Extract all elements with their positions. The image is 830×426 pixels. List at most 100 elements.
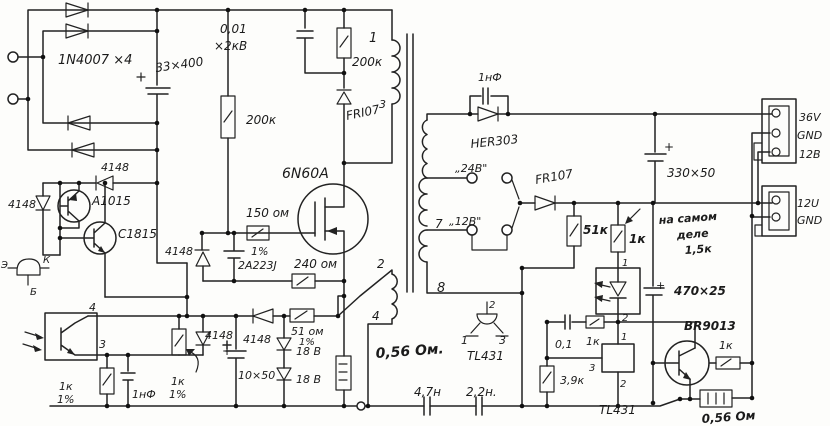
aux-d1-label: 4148	[205, 329, 233, 342]
opto-tx-p2-label: 2	[622, 313, 628, 324]
transistor-pinout-sketch	[7, 258, 50, 286]
ground-rail	[49, 396, 681, 416]
resistor-1k-led	[610, 202, 641, 269]
aux-trim-label: 1к	[171, 375, 185, 388]
resistor-51k	[521, 202, 582, 269]
br9013-transistor	[617, 321, 753, 400]
xfmr-pin8-label: 8	[437, 281, 445, 296]
res1k-led-label: 1к	[629, 232, 646, 246]
pin-k-label: К	[43, 255, 51, 266]
transformer-core	[406, 33, 414, 293]
tap12-label: „12В"	[449, 215, 481, 228]
pin-e-label: Э	[0, 260, 8, 271]
bulk-capacitor	[136, 72, 188, 264]
aux-trim-tol-label: 1%	[169, 388, 186, 401]
aux-d2-label: 4148	[243, 333, 271, 346]
cap470-plus: +	[656, 279, 665, 292]
opto-tx-p1-label: 1	[622, 258, 628, 269]
her303-rectifier	[469, 87, 773, 122]
fr107-rectifier	[519, 195, 773, 211]
startup-resistor-200k	[220, 9, 236, 234]
driver-d-left-label: 4148	[8, 198, 36, 211]
opto-cap-label: 1нФ	[132, 388, 156, 401]
snub-cap-v-label: ×2кВ	[214, 39, 247, 53]
gnd-wiring	[751, 132, 771, 399]
mosfet-6n60a	[203, 183, 369, 284]
resistor-240	[202, 273, 345, 289]
j1-pin3-label: 12B	[799, 148, 821, 161]
gate-resistor-150	[246, 225, 270, 241]
aux-cap-plus: +	[222, 344, 232, 358]
sketch-p1-label: 1	[461, 334, 468, 347]
res240-label: 240 ом	[294, 257, 337, 271]
optocoupler-emitter	[594, 267, 641, 323]
j2-pin2-label: GND	[797, 214, 822, 227]
xfmr-pin7-label: 7	[435, 217, 443, 231]
npn-label: C1815	[118, 227, 157, 241]
reg-p1-label: 1	[621, 332, 627, 343]
startup-res-label: 200к	[246, 113, 277, 127]
cap-330x50	[644, 113, 667, 204]
sense-out-label: 0,56 Ом	[701, 408, 756, 426]
mosfet-label: 6N60A	[282, 166, 329, 182]
gate-cap-label: 2A223J	[238, 259, 277, 272]
driver-d-top-label: 4148	[101, 161, 129, 174]
reg-p3-label: 3	[589, 363, 595, 374]
fr107-label: FR107	[534, 166, 574, 186]
ycap2-label: 2,2н.	[466, 385, 497, 399]
aux-zener2-label: 18 В	[296, 373, 321, 386]
voltage-tap-terminals	[466, 172, 520, 251]
gate-res-label: 150 ом	[246, 206, 289, 220]
aux-pin2-label: 2	[377, 257, 385, 271]
j1-pin1-label: 36V	[799, 111, 822, 124]
opto-load-resistor-1k	[99, 354, 115, 407]
sense-res-label: 0,56 Ом.	[375, 341, 444, 362]
optocoupler-receiver	[22, 312, 108, 361]
aux-zener1-label: 18 В	[296, 345, 321, 358]
cap330-label: 330×50	[667, 166, 716, 180]
driver-stage	[35, 175, 188, 317]
sketch-p2-label: 2	[489, 300, 495, 311]
reg-ic-label: TL431	[599, 403, 636, 417]
br9013-label: BR9013	[684, 319, 736, 333]
aux-res51-label: 51 ом	[291, 325, 324, 338]
secondary-winding	[418, 113, 523, 407]
sketch-name-label: TL431	[467, 349, 504, 363]
sec-cap-snub-label: 1нФ	[478, 71, 502, 84]
aux-winding	[337, 269, 398, 407]
labels: 1N4007 ×4 33×400 200к 0,01 ×2кВ 200к 1 F…	[0, 22, 822, 426]
res51k-label: 51к	[583, 223, 609, 237]
j2-pin1-label: 12U	[797, 197, 819, 210]
gate-res-tol-label: 1%	[251, 245, 268, 258]
opto-filter-cap-1n	[120, 354, 136, 407]
pin-b-label: Б	[30, 287, 37, 298]
bridge-rectifier	[27, 2, 393, 158]
opto-pin3-label: 3	[99, 338, 106, 351]
cap330-plus: +	[664, 140, 674, 154]
note-line2: деле	[675, 227, 709, 242]
cap-470x25	[643, 202, 665, 404]
ac-input-terminals	[7, 51, 44, 105]
gate-zener-4148	[194, 232, 211, 282]
bulk-cap-label: 33×400	[154, 54, 204, 75]
snubber-network	[296, 9, 352, 89]
cap470-label: 470×25	[673, 284, 726, 298]
snub-res-label: 200к	[352, 55, 383, 69]
reg-cap-label: 0,1	[555, 338, 573, 351]
snub-diode-label: FRI07	[345, 102, 382, 123]
driver-d-mid-label: 4148	[165, 245, 193, 258]
fr107-snubber-diode	[336, 89, 352, 164]
junction-dots	[25, 7, 761, 409]
opto-res-label: 1к	[59, 380, 73, 393]
sketch-p3-label: 3	[499, 334, 506, 347]
tap24-label: „24В"	[455, 162, 487, 175]
snub-cap-label: 0,01	[220, 22, 247, 36]
res1k-out-label: 1к	[719, 339, 733, 352]
aux-res51-tol-label: 1%	[299, 337, 315, 348]
note-line1: на самом	[658, 210, 717, 227]
ycap1-label: 4,7н	[414, 385, 441, 399]
bridge-label: 1N4007 ×4	[58, 53, 132, 68]
gate-capacitor-2a223j	[223, 232, 245, 282]
